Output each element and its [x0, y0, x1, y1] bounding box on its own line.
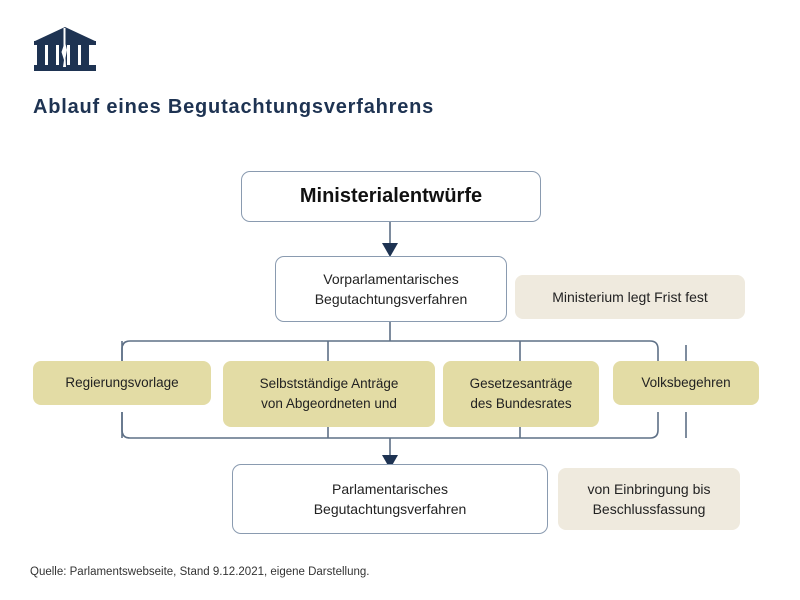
node-parlamentarisches-begutachtungsverfahren[interactable]: Parlamentarisches Begutachtungsverfahren: [232, 464, 548, 534]
source-note: Quelle: Parlamentswebseite, Stand 9.12.2…: [30, 566, 370, 578]
node-label-line1: Regierungsvorlage: [65, 375, 179, 391]
parliament-building-icon: [32, 26, 98, 74]
annotation-label-line1: von Einbringung bis: [587, 480, 711, 497]
node-selbststaendige-antraege[interactable]: Selbstständige Anträge von Abgeordneten …: [223, 361, 435, 427]
node-label-line2: des Bundesrates: [470, 396, 572, 411]
node-regierungsvorlage[interactable]: Regierungsvorlage: [33, 361, 211, 405]
arrowhead-down-bottom: [382, 455, 398, 469]
node-label-line1: Selbstständige Anträge: [259, 376, 399, 392]
node-label: Ministerialentwürfe: [299, 185, 483, 207]
node-ministerialentwuerfe[interactable]: Ministerialentwürfe: [241, 171, 541, 222]
node-gesetzesantraege-bundesrat[interactable]: Gesetzesanträge des Bundesrates: [443, 361, 599, 427]
node-label-line2: von Abgeordneten und: [261, 396, 397, 411]
node-label-line1: Parlamentarisches: [332, 480, 448, 497]
node-label-line1: Gesetzesanträge: [469, 376, 573, 392]
arrowhead-down-top: [382, 243, 398, 257]
page-title: Ablauf eines Begutachtungsverfahrens: [33, 96, 435, 118]
annotation-label: Ministerium legt Frist fest: [552, 288, 708, 305]
annotation-label-line2: Beschlussfassung: [592, 501, 706, 517]
node-label-line1: Volksbegehren: [641, 375, 731, 391]
node-vorparlamentarisches-begutachtungsverfahren[interactable]: Vorparlamentarisches Begutachtungsverfah…: [275, 256, 507, 322]
node-label-line2: Begutachtungsverfahren: [313, 501, 467, 517]
node-volksbegehren[interactable]: Volksbegehren: [613, 361, 759, 405]
annotation-ministerium-frist: Ministerium legt Frist fest: [515, 275, 745, 319]
annotation-dauer-einbringung-beschluss: von Einbringung bis Beschlussfassung: [558, 468, 740, 530]
node-label-line1: Vorparlamentarisches: [323, 270, 459, 287]
node-label-line2: Begutachtungsverfahren: [314, 291, 468, 307]
